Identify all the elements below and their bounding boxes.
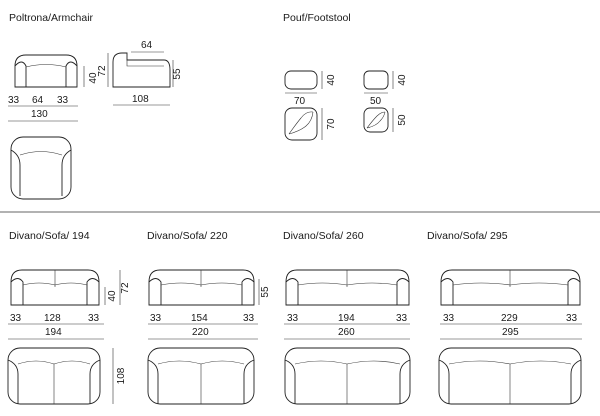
armchair-front-height: 40 bbox=[88, 72, 99, 84]
sofa-295-top-view bbox=[438, 347, 582, 405]
sofa-194-total: 194 bbox=[45, 327, 62, 338]
armchair-side-height: 72 bbox=[97, 65, 108, 77]
footstool-title: Pouf/Footstool bbox=[283, 12, 351, 24]
footstool-small-top bbox=[363, 107, 389, 133]
sofa-260-total: 260 bbox=[338, 327, 355, 338]
armchair-front-view bbox=[14, 54, 78, 88]
footstool-large-width: 70 bbox=[294, 96, 306, 107]
sofa-220-top-view bbox=[147, 347, 255, 405]
armchair-title: Poltrona/Armchair bbox=[9, 12, 94, 24]
sofa-220-total: 220 bbox=[192, 327, 209, 338]
armchair-top-view bbox=[10, 136, 72, 200]
armchair-seat-height: 55 bbox=[172, 68, 183, 80]
sofa-194-arm-right: 33 bbox=[88, 313, 100, 324]
footstool-large-height: 40 bbox=[326, 74, 337, 86]
armchair-side-depth: 108 bbox=[132, 94, 149, 105]
sofa-194-seat-height: 40 bbox=[107, 290, 118, 302]
sofa-260-top-view bbox=[284, 347, 411, 405]
sofa-260-title: Divano/Sofa/ 260 bbox=[283, 230, 364, 242]
armchair-seat-depth: 64 bbox=[141, 40, 153, 51]
footstool-large-front bbox=[284, 70, 318, 90]
sofa-194-seat-width: 128 bbox=[44, 313, 61, 324]
sofa-194-depth: 108 bbox=[116, 367, 127, 384]
armchair-arm-right: 33 bbox=[57, 95, 69, 106]
sofa-220-arm-right: 33 bbox=[243, 313, 255, 324]
footstool-small-width: 50 bbox=[370, 96, 382, 107]
armchair-side-view bbox=[112, 52, 171, 88]
sofa-295-title: Divano/Sofa/ 295 bbox=[427, 230, 508, 242]
sofa-260-arm-left: 33 bbox=[287, 313, 299, 324]
sofa-194-top-view bbox=[7, 347, 101, 405]
sofa-260-front-view bbox=[285, 269, 410, 306]
sofa-295-seat-width: 229 bbox=[501, 313, 518, 324]
footstool-small-depth: 50 bbox=[397, 114, 408, 126]
sofa-260-seat-width: 194 bbox=[338, 313, 355, 324]
sofa-295-arm-left: 33 bbox=[443, 313, 455, 324]
sofa-220-front-view bbox=[148, 269, 255, 306]
sofa-220-title: Divano/Sofa/ 220 bbox=[147, 230, 228, 242]
footstool-small-height: 40 bbox=[397, 74, 408, 86]
sofa-194-height: 72 bbox=[120, 282, 131, 294]
footstool-large-depth: 70 bbox=[326, 118, 337, 130]
sofa-295-total: 295 bbox=[502, 327, 519, 338]
sofa-220-arm-left: 33 bbox=[150, 313, 162, 324]
footstool-large-top bbox=[284, 107, 318, 141]
armchair-width-total: 130 bbox=[31, 109, 48, 120]
armchair-arm-left: 33 bbox=[8, 95, 20, 106]
sofa-295-arm-right: 33 bbox=[566, 313, 578, 324]
sofa-194-title: Divano/Sofa/ 194 bbox=[9, 230, 90, 242]
sofa-194-front-view bbox=[10, 269, 100, 306]
armchair-seat-width: 64 bbox=[32, 95, 44, 106]
sofa-295-front-view bbox=[440, 269, 581, 306]
sofa-220-height: 55 bbox=[260, 286, 271, 298]
sofa-260-arm-right: 33 bbox=[396, 313, 408, 324]
footstool-small-front bbox=[363, 70, 389, 90]
sofa-220-seat-width: 154 bbox=[191, 313, 208, 324]
sofa-194-arm-left: 33 bbox=[10, 313, 22, 324]
